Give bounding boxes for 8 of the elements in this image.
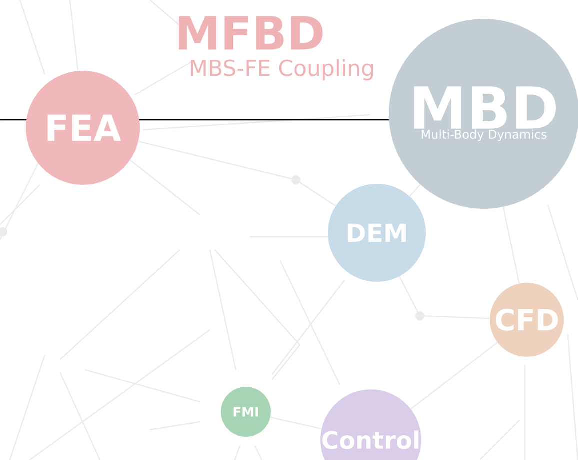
heading: MFBD bbox=[179, 16, 323, 50]
connector-line bbox=[270, 416, 322, 430]
connector-line bbox=[399, 276, 490, 320]
connector-line bbox=[138, 140, 336, 207]
connector-line bbox=[410, 342, 498, 410]
connector-line bbox=[409, 184, 421, 197]
connector-line bbox=[502, 207, 520, 284]
subheading: MBS-FE Coupling bbox=[191, 59, 374, 81]
